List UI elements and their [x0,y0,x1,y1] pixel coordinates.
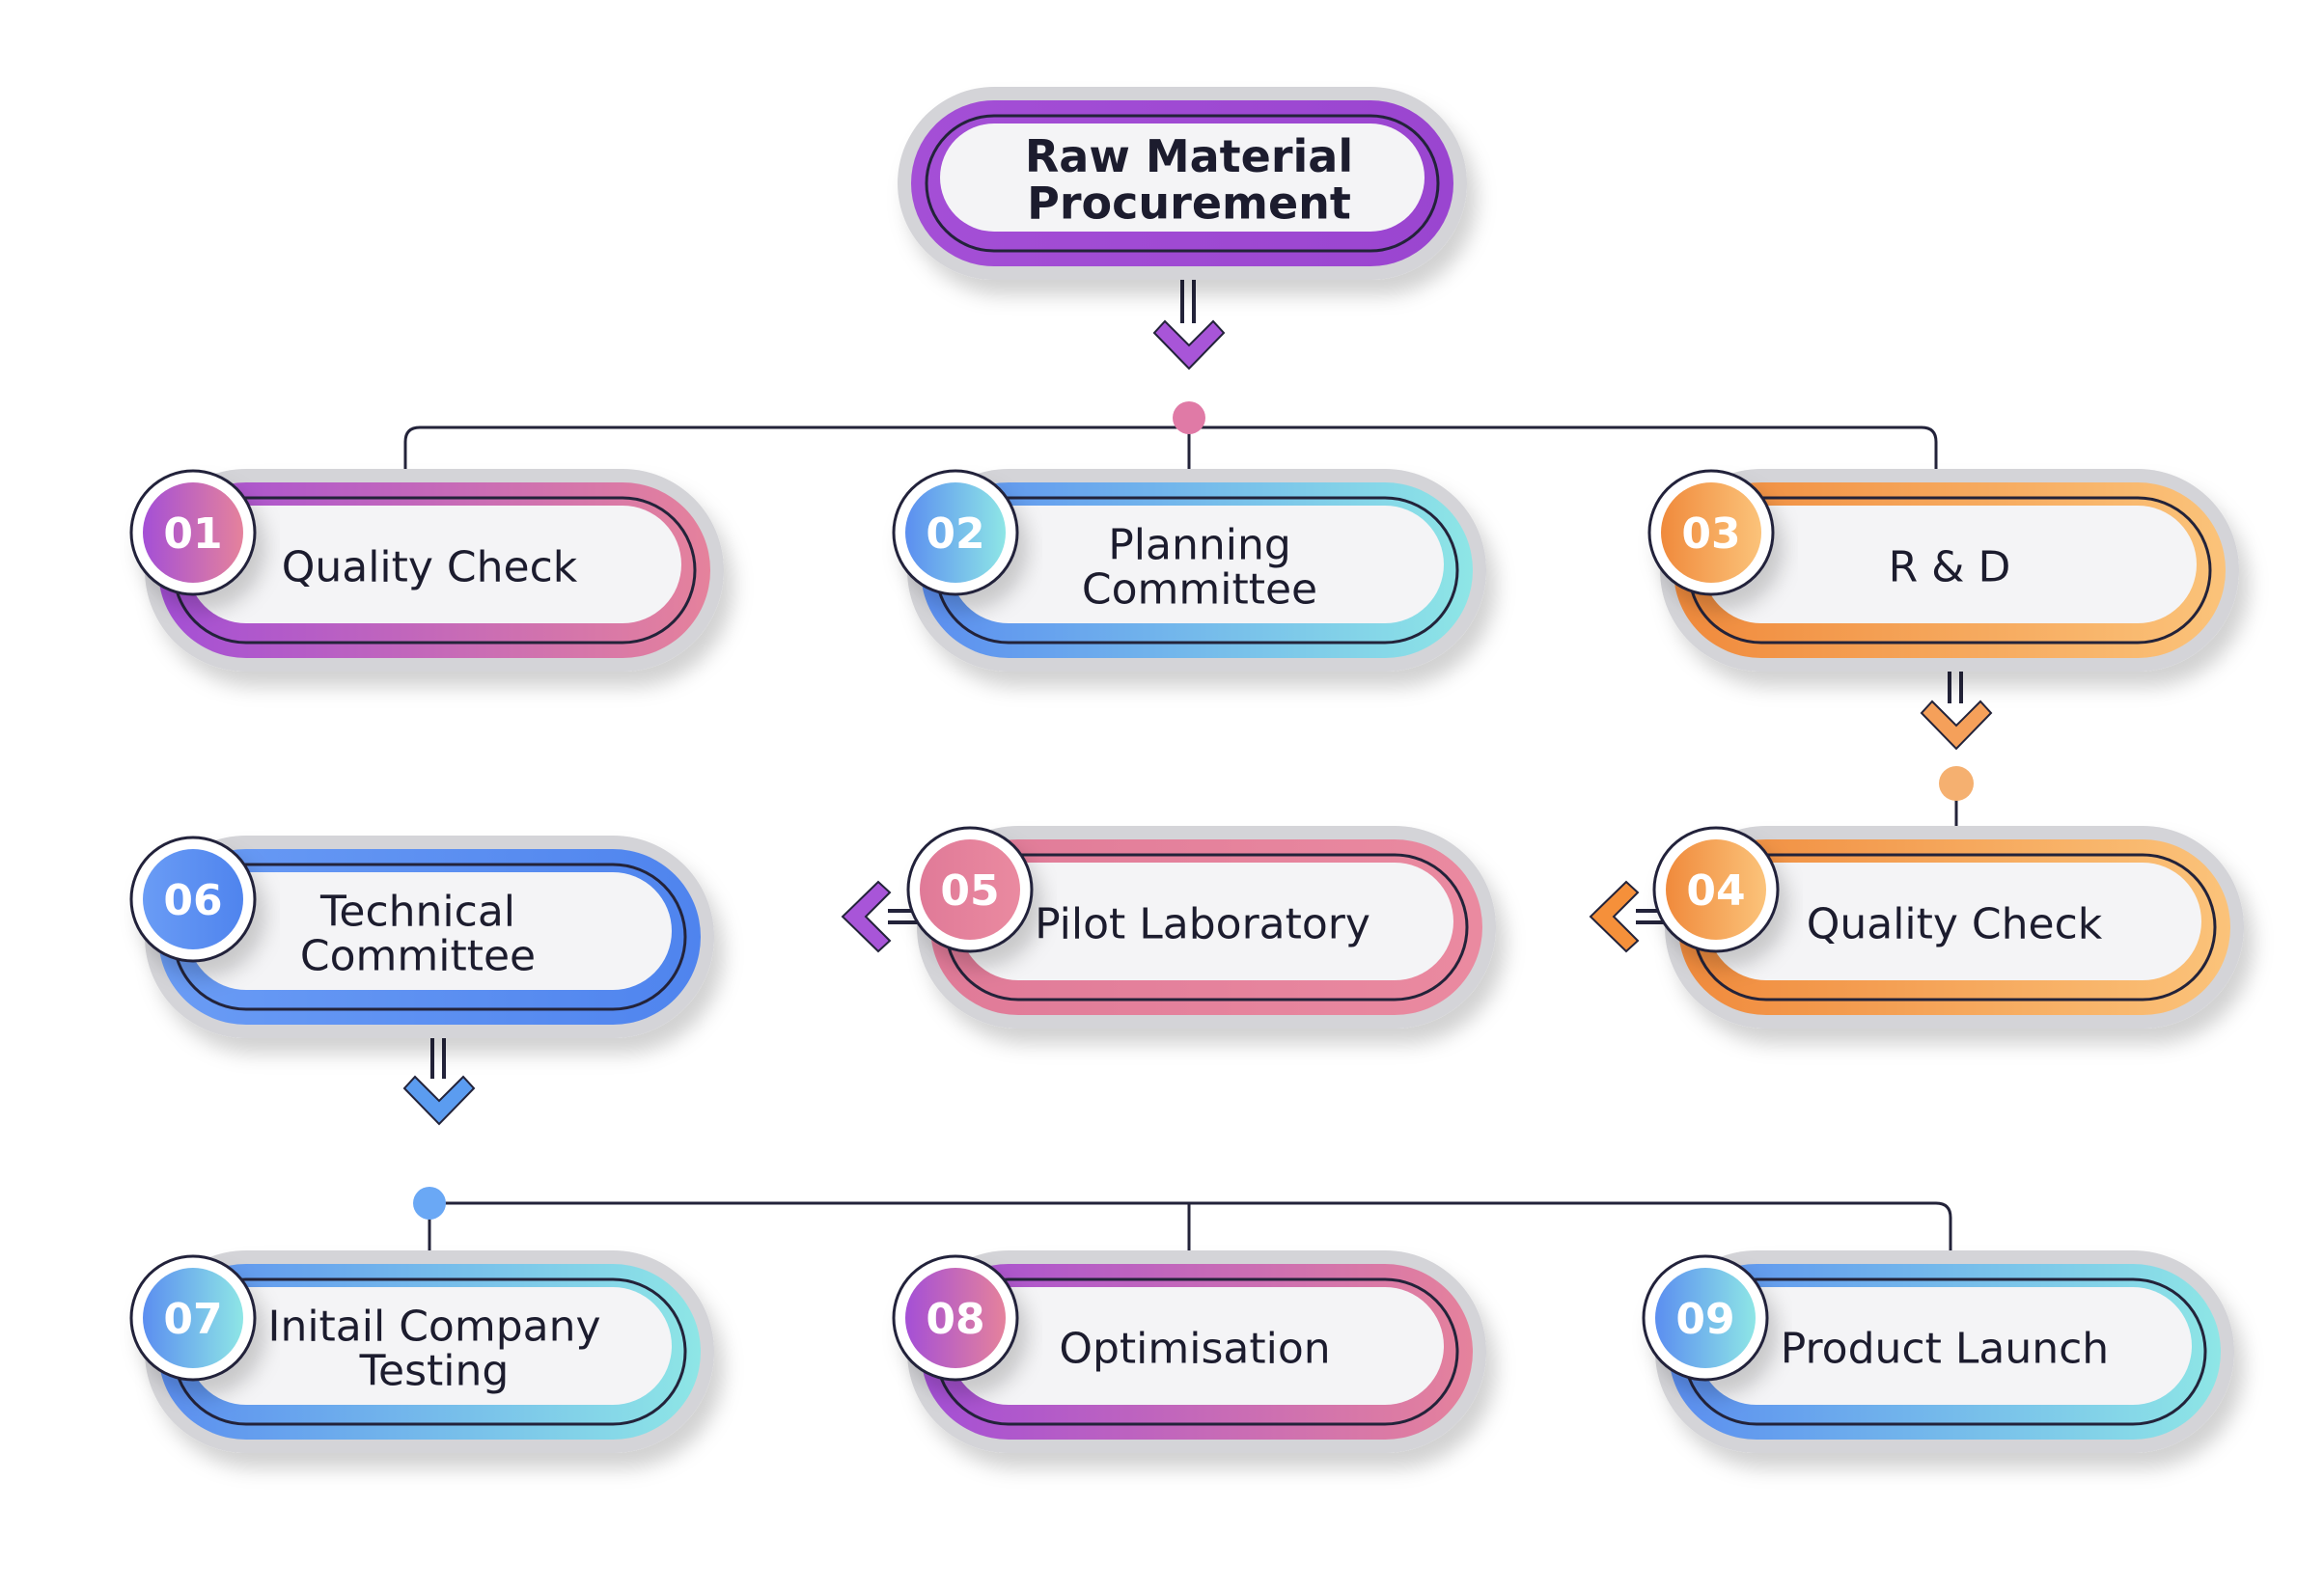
number-badge: 02 [892,469,1019,596]
node-n04: Quality Check 04 [1652,826,2244,1029]
node-face [187,506,681,623]
number-badge: 07 [129,1254,257,1382]
node-n09: Product Launch 09 [1642,1250,2234,1453]
node-number: 09 [1675,1295,1734,1344]
junction-dot-bottom [413,1187,446,1220]
junction-dot-04 [1939,766,1974,801]
node-number: 02 [926,509,984,559]
number-badge: 01 [129,469,257,596]
node-face [950,1287,1444,1405]
node-number: 07 [163,1295,222,1344]
junction-dot-top [1173,401,1205,434]
node-label-line: Raw Material [1025,130,1353,182]
node-label-line: Quality Check [282,542,578,591]
node-number: 04 [1686,866,1745,916]
node-label-line: R & D [1889,542,2011,591]
node-label-line: Optimisation [1059,1324,1330,1373]
number-badge: 09 [1642,1254,1769,1382]
down-arrow-top [1152,265,1226,371]
number-badge: 06 [129,836,257,963]
number-badge: 05 [906,826,1034,953]
node-n03: R & D 03 [1647,469,2239,672]
node-label-line: Pilot Laboratory [1035,899,1370,948]
node-number: 06 [163,876,222,925]
node-n08: Optimisation 08 [892,1250,1486,1453]
node-face [187,1287,672,1405]
node-face [187,872,672,990]
node-number: 03 [1681,509,1740,559]
node-face [940,124,1425,232]
node-label-line: Committee [300,932,536,981]
number-badge: 04 [1652,826,1780,953]
node-number: 05 [940,866,999,916]
node-label-line: Initail Company [267,1302,600,1351]
node-face [1698,1287,2192,1405]
number-badge: 03 [1647,469,1775,596]
node-face [959,863,1453,980]
node-label-line: Procurement [1027,177,1351,229]
node-number: 08 [926,1295,984,1344]
connector-top-to-row1 [403,425,1938,469]
node-label-line: Committee [1082,565,1317,615]
node-label-line: Testing [359,1347,510,1396]
node-label-line: Product Launch [1781,1324,2109,1373]
node-label-line: Planning [1108,520,1291,569]
node-face [1702,506,2197,623]
node-label-line: Technical [319,887,515,936]
node-number: 01 [163,509,222,559]
node-n05: Pilot Laboratory 05 [906,826,1496,1029]
node-face [1707,863,2201,980]
number-badge: 08 [892,1254,1019,1382]
node-face [950,506,1444,623]
connector-06-to-row3 [428,1201,1952,1250]
node-n01: Quality Check 01 [129,469,724,672]
node-outline [925,114,1440,253]
node-label-line: Quality Check [1807,899,2103,948]
